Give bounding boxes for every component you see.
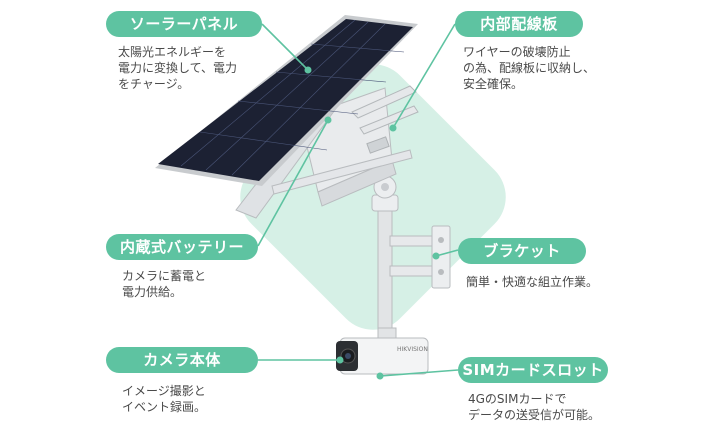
wiring-rails <box>351 85 419 135</box>
mount-pole <box>371 175 399 341</box>
bracket-arms <box>389 225 451 289</box>
callout-sim-title: SIMカードスロット <box>458 357 608 383</box>
callout-sim-desc: 4GのSIMカードで データの送受信が可能。 <box>468 392 601 422</box>
callout-battery-desc: カメラに蓄電と 電力供給。 <box>122 269 207 299</box>
leader-lines <box>257 23 459 377</box>
callout-wiring-title: 内部配線板 <box>455 11 583 37</box>
callout-camera-desc: イメージ撮影と イベント録画。 <box>122 384 207 414</box>
callout-camera-title: カメラ本体 <box>106 347 258 373</box>
solar-panel <box>155 15 418 186</box>
callout-battery-title: 内蔵式バッテリー <box>106 234 258 260</box>
callout-solar-title: ソーラーパネル <box>106 11 262 37</box>
callout-bracket-title: ブラケット <box>458 238 586 264</box>
camera-brand-label: HIKVISION <box>397 346 428 353</box>
callout-bracket-desc: 簡単・快適な組立作業。 <box>466 275 599 289</box>
leader-dots <box>304 66 440 380</box>
callout-wiring-desc: ワイヤーの破壊防止 の為、配線板に収納し、 安全確保。 <box>463 45 596 91</box>
camera-body: HIKVISION <box>336 327 429 375</box>
callout-solar-desc: 太陽光エネルギーを 電力に変換して、電力 をチャージ。 <box>118 45 238 91</box>
